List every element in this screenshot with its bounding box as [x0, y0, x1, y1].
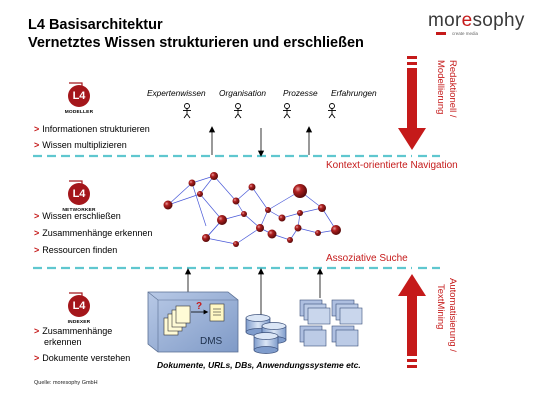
- category-organisation: Organisation: [219, 88, 267, 98]
- bullet-item: >Ressourcen finden: [34, 245, 117, 256]
- networker-logo-text: L4: [72, 188, 86, 200]
- arrow-bullet-icon: >: [34, 245, 40, 255]
- network-node: [248, 183, 256, 191]
- arrow-up-automation: [398, 274, 426, 368]
- modeller-connectors: [208, 126, 313, 157]
- network-node: [294, 224, 302, 232]
- brand-accent-bar: [436, 32, 446, 35]
- side-label-bottom-2: TextMining: [435, 284, 446, 330]
- network-node: [265, 207, 271, 213]
- brand-logo: moresophy: [428, 10, 525, 32]
- dms-label: DMS: [200, 336, 223, 347]
- modeller-label: MODELLER: [64, 110, 94, 115]
- bullet-text: Zusammenhänge erkennen: [42, 228, 153, 238]
- bullet-text: Informationen strukturieren: [42, 124, 150, 134]
- bullet-item: >Wissen erschließen: [34, 211, 121, 222]
- bullet-text: Wissen erschließen: [42, 211, 121, 221]
- network-node: [217, 215, 227, 225]
- bullet-text: Dokumente verstehen: [42, 353, 131, 363]
- network-node: [278, 214, 286, 222]
- brand-name-post: sophy: [472, 10, 525, 31]
- network-node: [331, 225, 341, 235]
- bullet-item: >Informationen strukturieren: [34, 124, 150, 135]
- bullet-continuation: erkennen: [44, 337, 82, 347]
- source-note: Quelle: moresophy GmbH: [34, 380, 98, 386]
- network-node: [267, 229, 277, 239]
- document-icons: [163, 303, 225, 336]
- arrow-down-modelling: [398, 56, 426, 150]
- question-mark-icon: ?: [196, 301, 202, 312]
- application-stacks: [299, 299, 363, 347]
- networker-logo: L4: [68, 183, 90, 205]
- arrow-bullet-icon: >: [34, 353, 40, 363]
- networker-label: NETWORKER: [62, 208, 96, 213]
- bullet-text: Ressourcen finden: [42, 245, 118, 255]
- network-node: [287, 237, 293, 243]
- bullet-text: Zusammenhänge: [42, 326, 113, 336]
- page-title: L4 Basisarchitektur Vernetztes Wissen st…: [28, 16, 364, 52]
- category-erfahrungen: Erfahrungen: [331, 88, 377, 98]
- network-node: [233, 241, 239, 247]
- network-node: [210, 172, 218, 180]
- indexer-logo-text: L4: [72, 300, 86, 312]
- network-node: [202, 234, 210, 242]
- bullet-item: >Zusammenhänge: [34, 326, 112, 337]
- arrow-bullet-icon: >: [34, 124, 40, 134]
- brand-name-pre: mor: [428, 10, 462, 31]
- indexer-logo: L4: [68, 295, 90, 317]
- category-expertenwissen: Expertenwissen: [147, 88, 206, 98]
- bottom-caption: Dokumente, URLs, DBs, Anwendungssysteme …: [157, 360, 361, 370]
- network-nodes: [163, 172, 341, 247]
- modeller-logo-text: L4: [72, 90, 86, 102]
- indexer-connectors: [184, 268, 324, 318]
- network-node: [188, 179, 196, 187]
- arrow-bullet-icon: >: [34, 140, 40, 150]
- network-node: [197, 191, 203, 197]
- side-label-bottom-1: Automatisierung /: [447, 278, 458, 352]
- brand-tagline: create media: [452, 31, 479, 36]
- bullet-item: >Zusammenhänge erkennen: [34, 228, 152, 239]
- indexer-label: INDEXER: [67, 320, 91, 325]
- network-node: [163, 200, 173, 210]
- arrow-bullet-icon: >: [34, 211, 40, 221]
- brand-name-accent: e: [461, 10, 473, 31]
- network-node: [232, 197, 240, 205]
- arrow-bullet-icon: >: [34, 326, 40, 336]
- category-prozesse: Prozesse: [283, 88, 318, 98]
- network-node: [293, 184, 307, 198]
- network-node: [256, 224, 264, 232]
- bullet-text: Wissen multiplizieren: [42, 140, 127, 150]
- arrow-bullet-icon: >: [34, 228, 40, 238]
- title-line-2: Vernetztes Wissen strukturieren und ersc…: [28, 35, 364, 51]
- person-icons: [183, 103, 336, 119]
- bullet-item: >Dokumente verstehen: [34, 353, 130, 364]
- nav-label: Kontext-orientierte Navigation: [326, 160, 458, 171]
- modeller-logo: L4: [68, 85, 90, 107]
- network-node: [318, 204, 326, 212]
- side-label-top-2: Modellierung: [435, 60, 446, 115]
- side-label-top-1: Redaktionell /: [447, 60, 458, 118]
- database-cylinders: [245, 314, 287, 354]
- search-label: Assoziative Suche: [326, 253, 408, 264]
- network-node: [241, 211, 247, 217]
- network-node: [315, 230, 321, 236]
- dms-box: ?: [147, 291, 239, 353]
- title-line-1: L4 Basisarchitektur: [28, 17, 163, 33]
- network-node: [297, 210, 303, 216]
- bullet-item: >Wissen multiplizieren: [34, 140, 127, 151]
